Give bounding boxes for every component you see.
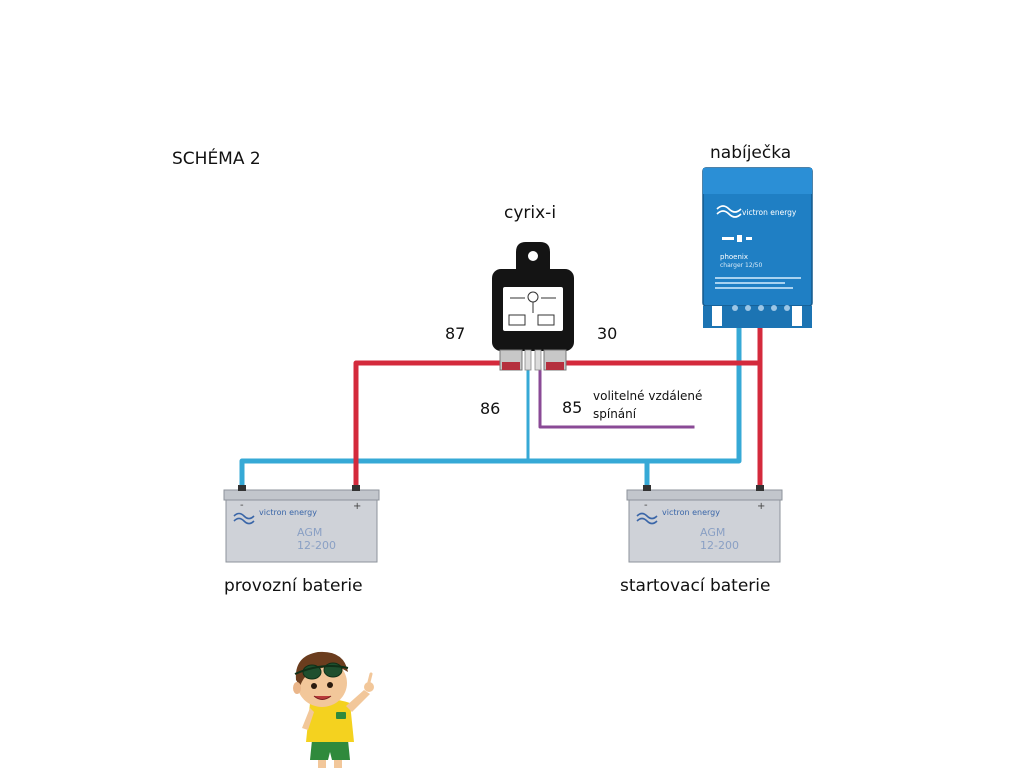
relay-terminal-87-label: 87 xyxy=(445,324,465,343)
battery-right-plus: + xyxy=(757,501,765,512)
charger-model-line2: charger 12/50 xyxy=(720,262,762,269)
remote-switch-label-line1: volitelné vzdálené xyxy=(593,389,702,403)
relay-terminal-30-label: 30 xyxy=(597,324,617,343)
charger-brand: victron energy xyxy=(742,208,797,217)
battery-right-minus: - xyxy=(644,500,648,511)
charger-top-panel xyxy=(703,168,812,194)
mascot-boy-illustration xyxy=(293,651,374,768)
charger-logo-icon xyxy=(716,205,742,218)
battery-left-negative-post xyxy=(238,485,246,491)
relay-85-remote-wire xyxy=(538,368,695,429)
battery-left-minus: - xyxy=(240,500,244,511)
charger-indicator-icons xyxy=(722,235,752,242)
charger-label: nabíječka xyxy=(710,143,791,163)
relay-terminal-85 xyxy=(534,349,542,371)
battery-left-lid xyxy=(223,489,380,501)
wires xyxy=(239,302,763,492)
battery-right-body xyxy=(628,499,781,563)
battery-right: - + victron energy AGM 12-200 xyxy=(626,485,783,563)
battery-right-negative-post xyxy=(643,485,651,491)
battery-right-type: AGM xyxy=(700,526,725,539)
battery-left-logo-icon xyxy=(233,512,255,525)
battery-right-logo-icon xyxy=(636,512,658,525)
relay-terminal-86 xyxy=(524,349,532,371)
relay-cyrix xyxy=(492,242,574,371)
relay-label: cyrix-i xyxy=(504,203,556,223)
battery-right-brand: victron energy xyxy=(662,508,720,517)
remote-switch-label-line2: spínání xyxy=(593,407,637,421)
battery-right-lid xyxy=(626,489,783,501)
diagram-title: SCHÉMA 2 xyxy=(172,147,261,169)
positive-wire-aux-battery xyxy=(353,360,515,492)
negative-wire-bus xyxy=(239,302,742,492)
battery-left-positive-post xyxy=(352,485,360,491)
battery-left-spec: 12-200 xyxy=(297,539,336,552)
battery-right-spec: 12-200 xyxy=(700,539,739,552)
battery-left-type: AGM xyxy=(297,526,322,539)
battery-left-brand: victron energy xyxy=(259,508,317,517)
relay-terminal-86-label: 86 xyxy=(480,399,500,418)
battery-right-label: startovací baterie xyxy=(620,576,770,596)
charger-terminals xyxy=(732,305,790,311)
battery-left: - + victron energy AGM 12-200 xyxy=(223,485,380,563)
battery-left-label: provozní baterie xyxy=(224,576,363,596)
charger: victron energy phoenix charger 12/50 xyxy=(702,167,813,328)
charger-mount-feet xyxy=(703,306,812,328)
battery-left-plus: + xyxy=(353,501,361,512)
battery-right-positive-post xyxy=(756,485,764,491)
battery-left-body xyxy=(225,499,378,563)
relay-terminal-85-label: 85 xyxy=(562,398,582,417)
charger-model-line1: phoenix xyxy=(720,253,748,261)
